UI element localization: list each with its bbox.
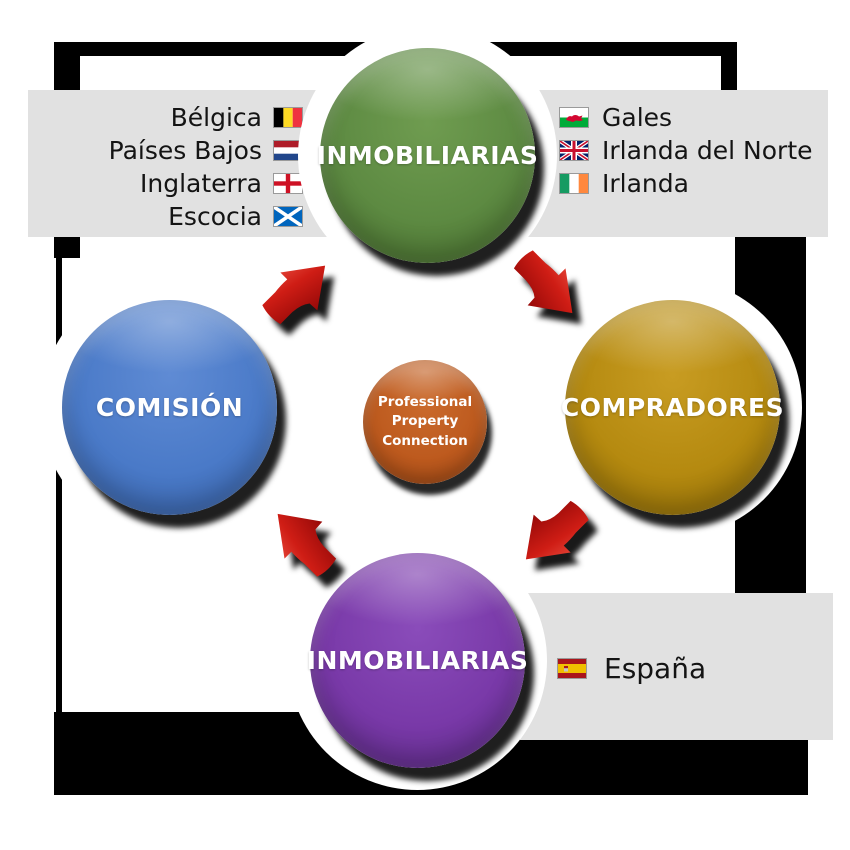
flag-spain-icon: [558, 658, 586, 678]
country-label: Inglaterra: [140, 169, 262, 198]
country-row: Escocia: [40, 200, 302, 233]
arrow-top-to-right-icon: [501, 240, 587, 326]
country-row: Gales: [560, 101, 813, 134]
countries-list-bottom: España: [558, 650, 706, 686]
arrow-left-to-top-icon: [252, 251, 338, 337]
arrow-right-to-bottom-icon: [513, 488, 599, 574]
countries-list-right: Gales Irlanda del Norte Irlanda: [560, 101, 813, 200]
center-label-line2: Property: [391, 413, 459, 430]
country-row: Países Bajos: [40, 134, 302, 167]
flag-northern-ireland-icon: [560, 141, 588, 160]
flag-england-icon: [274, 174, 302, 193]
flag-scotland-icon: [274, 207, 302, 226]
country-row: Inglaterra: [40, 167, 302, 200]
node-circle-top: INMOBILIARIAS: [317, 48, 538, 263]
country-label: Bélgica: [170, 103, 262, 132]
frame-tab-right: [721, 56, 737, 90]
country-row: España: [558, 650, 706, 686]
arrow-bottom-to-left-icon: [263, 501, 349, 587]
node-label: COMPRADORES: [560, 393, 785, 422]
node-circle-left: COMISIÓN: [62, 300, 277, 515]
node-label: INMOBILIARIAS: [306, 646, 529, 675]
node-circle-bottom: INMOBILIARIAS: [307, 553, 528, 768]
country-label: España: [604, 651, 707, 685]
flag-ireland-icon: [560, 174, 588, 193]
countries-list-left: Bélgica Países Bajos Inglaterra Escocia: [40, 101, 302, 233]
country-row: Irlanda: [560, 167, 813, 200]
node-label: COMISIÓN: [95, 393, 244, 422]
country-label: Gales: [602, 103, 673, 132]
country-row: Irlanda del Norte: [560, 134, 813, 167]
frame-tab-left-upper: [54, 56, 80, 90]
country-label: Escocia: [168, 202, 262, 231]
country-row: Bélgica: [40, 101, 302, 134]
country-label: Irlanda: [602, 169, 689, 198]
center-label: Professional Property Connection: [378, 393, 472, 452]
node-circle-right: COMPRADORES: [561, 300, 784, 515]
country-label: Países Bajos: [108, 136, 262, 165]
frame-tab-left-lower: [54, 237, 80, 258]
center-label-line3: Connection: [382, 432, 468, 449]
node-label: INMOBILIARIAS: [316, 141, 539, 170]
center-label-line1: Professional: [377, 393, 473, 410]
flag-belgium-icon: [274, 108, 302, 127]
flag-netherlands-icon: [274, 141, 302, 160]
node-circle-center: Professional Property Connection: [363, 360, 487, 484]
flag-wales-icon: [560, 108, 588, 127]
country-label: Irlanda del Norte: [602, 136, 813, 165]
